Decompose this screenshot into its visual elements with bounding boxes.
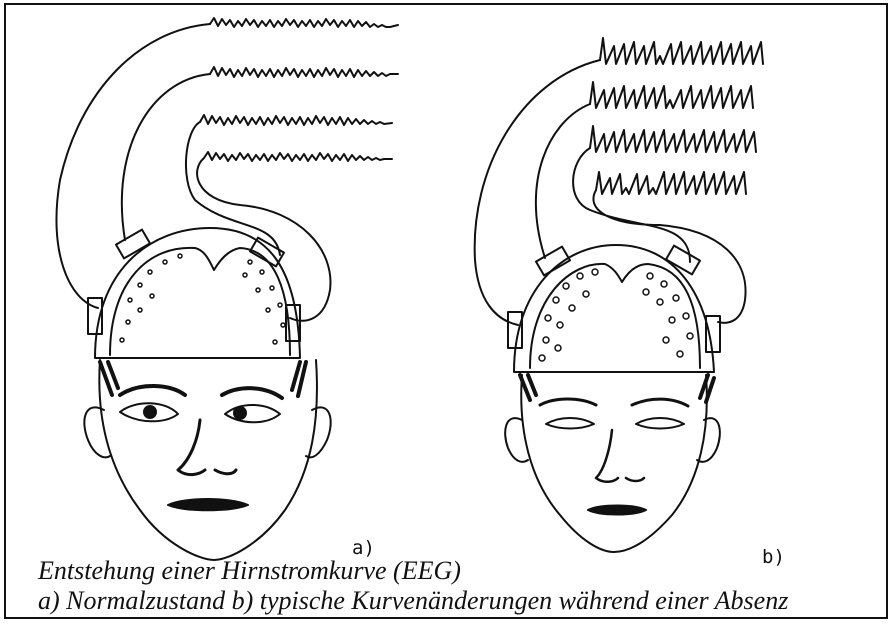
caption-title: Entstehung einer Hirnstromkurve (EEG) <box>38 556 461 586</box>
iris-right-a <box>234 407 246 419</box>
nose-a <box>178 420 236 475</box>
iris-left-a <box>144 406 156 418</box>
panel-label-b: b) <box>762 546 785 568</box>
cap-dots-a <box>120 254 285 344</box>
electrode-wire-b-3 <box>573 148 690 262</box>
eeg-trace-b-3 <box>590 126 756 152</box>
electrode-b-3 <box>508 312 522 348</box>
cap-inner-b <box>530 264 700 368</box>
brow-right-a <box>222 388 282 398</box>
brow-right-b <box>632 399 688 406</box>
mouth-a <box>168 499 248 510</box>
electrode-cap-a <box>95 228 300 358</box>
electrode-wire-b-1 <box>475 60 600 325</box>
brow-left-b <box>540 399 596 405</box>
electrode-wire-b-2 <box>536 104 590 258</box>
mouth-b <box>588 506 646 515</box>
nose-b <box>596 430 644 482</box>
eye-left-b <box>546 418 594 429</box>
cap-inner-a <box>110 248 290 355</box>
eeg-trace-a-4 <box>204 152 392 161</box>
eeg-trace-b-4 <box>596 172 746 194</box>
eye-right-b <box>636 418 684 429</box>
cap-dots-b <box>539 269 693 361</box>
electrode-b-2 <box>666 246 700 275</box>
electrode-wire-a-1 <box>56 24 210 308</box>
eeg-trace-a-1 <box>210 18 398 27</box>
electrode-wire-a-2 <box>122 74 210 240</box>
brow-left-a <box>120 386 185 395</box>
electrode-wire-a-3 <box>186 122 280 255</box>
eeg-trace-b-1 <box>600 38 763 64</box>
hair-b <box>520 375 714 402</box>
ear-left-a <box>84 407 110 457</box>
eeg-trace-a-2 <box>210 67 398 77</box>
eeg-trace-b-2 <box>590 82 753 108</box>
eeg-trace-a-3 <box>200 115 392 125</box>
electrode-a-1 <box>116 230 150 259</box>
electrode-wire-b-4 <box>593 190 745 323</box>
caption-description: a) Normalzustand b) typische Kurvenänder… <box>38 586 788 616</box>
electrode-wire-a-4 <box>197 158 330 321</box>
electrode-cap-b <box>514 245 714 372</box>
